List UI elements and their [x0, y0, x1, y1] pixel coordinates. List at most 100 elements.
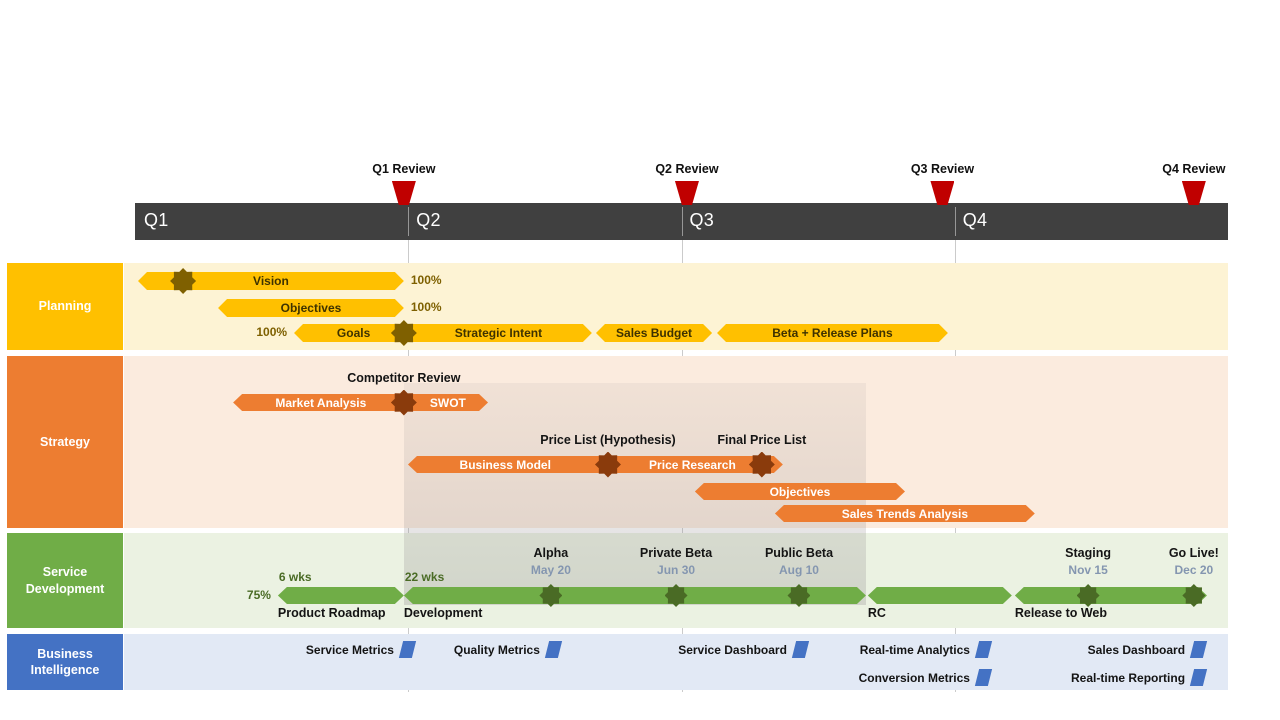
- task-bar-planning-sales-budget[interactable]: Sales Budget: [596, 324, 712, 342]
- timeline-band[interactable]: [135, 203, 1228, 240]
- bi-item-real-time-reporting: Real-time Reporting: [1071, 669, 1208, 686]
- review-flag-marker[interactable]: [1181, 181, 1206, 205]
- bi-item-label: Real-time Analytics: [859, 642, 970, 657]
- milestone-star-icon-final-price-list[interactable]: [748, 451, 775, 478]
- lane-background-service-development: [124, 533, 1228, 628]
- quarter-label-q4: Q4: [962, 210, 988, 230]
- task-bar-strategy-sales-trends-analysis[interactable]: Sales Trends Analysis: [775, 505, 1035, 522]
- duration-label: 6 wks: [278, 570, 312, 584]
- task-label-below-rc: RC: [867, 606, 886, 620]
- percent-complete-label: 100%: [256, 325, 288, 339]
- bi-parallelogram-icon[interactable]: [974, 641, 993, 658]
- bi-item-label: Conversion Metrics: [858, 670, 970, 685]
- review-label-q3-review: Q3 Review: [910, 162, 975, 176]
- task-label-above-price-list-hypothesis: Price List (Hypothesis): [540, 433, 676, 447]
- lane-background-business-intelligence: [124, 634, 1228, 690]
- task-bar-segment: Sales Budget: [616, 326, 693, 340]
- task-label-below-product-roadmap: Product Roadmap: [277, 606, 386, 620]
- bi-item-label: Quality Metrics: [453, 642, 540, 657]
- bi-parallelogram-icon[interactable]: [398, 641, 417, 658]
- task-bar-segment: Strategic Intent: [454, 326, 543, 340]
- milestone-name-alpha: Alpha: [533, 546, 569, 560]
- quarter-separator: [681, 207, 683, 236]
- review-flag-marker[interactable]: [930, 181, 955, 205]
- quarter-label-q3: Q3: [689, 210, 715, 230]
- bi-item-label: Service Dashboard: [678, 642, 787, 657]
- milestone-date: Dec 20: [1174, 563, 1214, 577]
- task-bar-strategy-objectives[interactable]: Objectives: [695, 483, 905, 500]
- review-label-q4-review: Q4 Review: [1162, 162, 1226, 176]
- task-bar-segment: SWOT: [429, 395, 466, 410]
- bi-item-label: Sales Dashboard: [1087, 642, 1186, 657]
- task-bar-segment: Vision: [253, 274, 289, 288]
- milestone-date: May 20: [530, 563, 571, 577]
- bi-item-label: Service Metrics: [305, 642, 394, 657]
- percent-complete-label: 75%: [246, 588, 271, 602]
- milestone-name-public-beta: Public Beta: [764, 546, 834, 560]
- bi-parallelogram-icon[interactable]: [974, 669, 993, 686]
- review-label-q2-review: Q2 Review: [655, 162, 719, 176]
- task-bar-service-development-development[interactable]: [404, 587, 866, 604]
- task-bar-service-development-product-roadmap[interactable]: [278, 587, 404, 604]
- milestone-name-private-beta: Private Beta: [639, 546, 713, 560]
- quarter-separator: [408, 207, 410, 236]
- task-bar-segment: Market Analysis: [275, 395, 367, 410]
- review-flag-marker[interactable]: [391, 181, 416, 205]
- task-bar-segment: Beta + Release Plans: [772, 326, 893, 340]
- bi-parallelogram-icon[interactable]: [1189, 641, 1208, 658]
- task-bar-segment: Goals: [336, 326, 371, 340]
- lane-background-strategy: [124, 356, 1228, 528]
- task-bar-service-development-release-to-web[interactable]: [1015, 587, 1207, 604]
- task-label-above-final-price-list: Final Price List: [717, 433, 807, 447]
- milestone-star-icon-competitor-review[interactable]: [390, 389, 417, 416]
- task-bar-strategy-market-analysis-swot[interactable]: Market Analysis SWOT: [233, 394, 488, 411]
- milestone-star-icon-price-list-hypothesis[interactable]: [594, 451, 621, 478]
- milestone-date: Jun 30: [657, 563, 696, 577]
- percent-complete-label: 100%: [410, 273, 442, 287]
- lane-label-service-development[interactable]: Service Development: [7, 533, 123, 628]
- bi-item-quality-metrics: Quality Metrics: [453, 641, 563, 658]
- bi-item-label: Real-time Reporting: [1071, 670, 1186, 685]
- bi-parallelogram-icon[interactable]: [791, 641, 810, 658]
- bi-item-service-metrics: Service Metrics: [305, 641, 417, 658]
- bi-item-service-dashboard: Service Dashboard: [678, 641, 810, 658]
- duration-label: 22 wks: [404, 570, 445, 584]
- milestone-star-icon-staging[interactable]: [1076, 584, 1100, 607]
- review-flag-marker[interactable]: [674, 181, 699, 205]
- milestone-star-icon-public-beta[interactable]: [787, 584, 811, 607]
- task-bar-planning-vision[interactable]: Vision: [138, 272, 404, 290]
- milestone-star-icon-alpha[interactable]: [539, 584, 563, 607]
- milestone-star-icon-private-beta[interactable]: [664, 584, 688, 607]
- percent-complete-label: 100%: [410, 300, 442, 314]
- milestone-date: Nov 15: [1068, 563, 1108, 577]
- bi-parallelogram-icon[interactable]: [544, 641, 563, 658]
- task-label-below-development: Development: [403, 606, 483, 620]
- task-label-below-release-to-web: Release to Web: [1014, 606, 1108, 620]
- review-label-q1-review: Q1 Review: [372, 162, 436, 176]
- milestone-date: Aug 10: [778, 563, 819, 577]
- bi-item-conversion-metrics: Conversion Metrics: [858, 669, 993, 686]
- task-bar-planning-beta-release-plans[interactable]: Beta + Release Plans: [717, 324, 948, 342]
- task-bar-segment: Business Model: [459, 457, 551, 472]
- lane-label-business-intelligence[interactable]: Business Intelligence: [7, 634, 123, 690]
- quarter-label-q1: Q1: [144, 210, 169, 230]
- task-bar-segment: Objectives: [769, 484, 831, 499]
- milestone-name-staging: Staging: [1065, 546, 1112, 560]
- quarter-label-q2: Q2: [416, 210, 441, 230]
- task-bar-segment: Sales Trends Analysis: [841, 506, 969, 521]
- milestone-star-icon[interactable]: [390, 320, 417, 346]
- lane-label-planning[interactable]: Planning: [7, 263, 123, 350]
- bi-item-sales-dashboard: Sales Dashboard: [1087, 641, 1208, 658]
- milestone-star-icon[interactable]: [170, 268, 197, 294]
- milestone-name-go-live: Go Live!: [1168, 546, 1219, 560]
- task-label-above-competitor-review: Competitor Review: [347, 371, 461, 385]
- task-bar-segment: Objectives: [280, 301, 342, 315]
- lane-label-strategy[interactable]: Strategy: [7, 356, 123, 528]
- task-bar-segment: Price Research: [649, 457, 736, 472]
- task-bar-service-development-rc[interactable]: [868, 587, 1012, 604]
- bi-parallelogram-icon[interactable]: [1189, 669, 1208, 686]
- task-bar-planning-objectives[interactable]: Objectives: [218, 299, 404, 317]
- milestone-star-icon-go-live[interactable]: [1182, 584, 1206, 607]
- task-bar-planning-goals-strategic-intent[interactable]: Goals Strategic Intent: [294, 324, 592, 342]
